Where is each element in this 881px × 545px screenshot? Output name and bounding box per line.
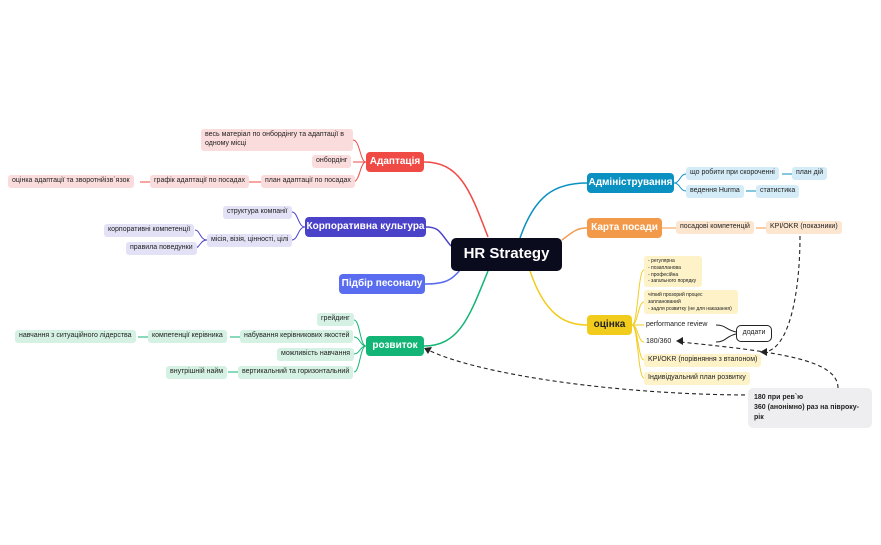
adaptation-schedule[interactable]: графік адаптації по посадах: [150, 175, 249, 188]
position-kpi[interactable]: KPI/OKR (показники): [766, 221, 842, 234]
development-mgmt-competencies[interactable]: компетенції керівника: [148, 330, 227, 343]
evaluation-ipr[interactable]: Індивідуальний план розвитку: [644, 372, 750, 385]
branch-adaptation[interactable]: Адаптація: [366, 152, 424, 172]
line-center-admin: [519, 182, 588, 239]
admin-reduction[interactable]: що робити при скороченні: [686, 167, 779, 180]
evaluation-process-line: чіткий прозорий процес: [648, 292, 703, 298]
admin-action-plan[interactable]: план дій: [792, 167, 828, 180]
evaluation-tag: - регулярна: [648, 258, 675, 264]
evaluation-tags[interactable]: - регулярна - позапланова - професійна -…: [644, 256, 702, 287]
evaluation-tag: - професійна: [648, 271, 679, 278]
culture-mission[interactable]: місія, візія, цінності, цілі: [207, 234, 293, 247]
evaluation-kpi-compare[interactable]: KPI/OKR (порівняння з вталоном): [644, 354, 762, 367]
branch-admin[interactable]: Адміністрування: [587, 173, 674, 193]
development-mgmt-skills[interactable]: набування керівникових якостей: [240, 330, 354, 343]
note-line: 360 (анонімно) раз на півроку-рік: [754, 404, 859, 422]
adaptation-plan[interactable]: план адаптації по посадах: [261, 175, 355, 188]
floating-note[interactable]: 180 при рев`ю 360 (анонімно) раз на півр…: [748, 388, 872, 429]
adaptation-feedback[interactable]: оцінка адаптації та зворотнйізв`язок: [8, 175, 134, 188]
dashed-note-to-development: [427, 349, 753, 396]
center-node[interactable]: HR Strategy: [451, 238, 562, 271]
admin-hurma[interactable]: ведення Hurma: [686, 185, 744, 198]
evaluation-process-line: - задля розвитку (не для наказання): [648, 305, 732, 312]
evaluation-performance[interactable]: performance review: [646, 321, 708, 329]
add-button[interactable]: додати: [736, 325, 772, 342]
adaptation-material[interactable]: весь матеріал по онбордінгу та адаптації…: [201, 129, 353, 151]
line-center-culture: [425, 226, 452, 247]
development-vertical[interactable]: вертикальний та горизонтальний: [238, 366, 354, 379]
branch-culture[interactable]: Корпоративна культура: [305, 217, 426, 237]
line-center-adaptation: [423, 161, 489, 238]
evaluation-tag: - загального порядку: [648, 278, 697, 285]
position-competencies[interactable]: посадові компетенцій: [676, 221, 754, 234]
evaluation-process-line: запланований: [648, 298, 681, 305]
note-line: 180 при рев`ю: [754, 394, 804, 401]
evaluation-180-360[interactable]: 180/360: [646, 338, 672, 346]
culture-structure[interactable]: структура компанії: [223, 206, 292, 219]
branch-development[interactable]: розвиток: [366, 336, 424, 356]
development-internal-hire[interactable]: внутрішній найм: [166, 366, 228, 379]
development-learning[interactable]: можливість навчання: [277, 348, 355, 361]
culture-rules[interactable]: правила поведунки: [126, 242, 197, 255]
dashed-kpi-to-kpicompare: [763, 235, 801, 353]
line-center-recruiting: [424, 269, 461, 285]
dashed-note-to-180: [679, 341, 839, 389]
line-center-development: [423, 270, 489, 347]
line-center-position: [561, 227, 588, 241]
development-situational[interactable]: навчання з ситуаційного лідерства: [15, 330, 136, 343]
branch-position-map[interactable]: Карта посади: [587, 218, 662, 238]
branch-recruiting[interactable]: Підбір песоналу: [339, 274, 425, 294]
culture-competencies[interactable]: корпоративні компетенції: [104, 224, 195, 237]
line-center-evaluation: [529, 270, 588, 326]
admin-stats[interactable]: статистика: [756, 185, 800, 198]
branch-evaluation[interactable]: оцінка: [587, 315, 632, 335]
evaluation-process[interactable]: чіткий прозорий процес запланований - за…: [644, 290, 738, 315]
adaptation-onboarding[interactable]: онбордінг: [312, 155, 352, 168]
development-grading[interactable]: грейдинг: [317, 313, 354, 326]
evaluation-tag: - позапланова: [648, 264, 681, 271]
